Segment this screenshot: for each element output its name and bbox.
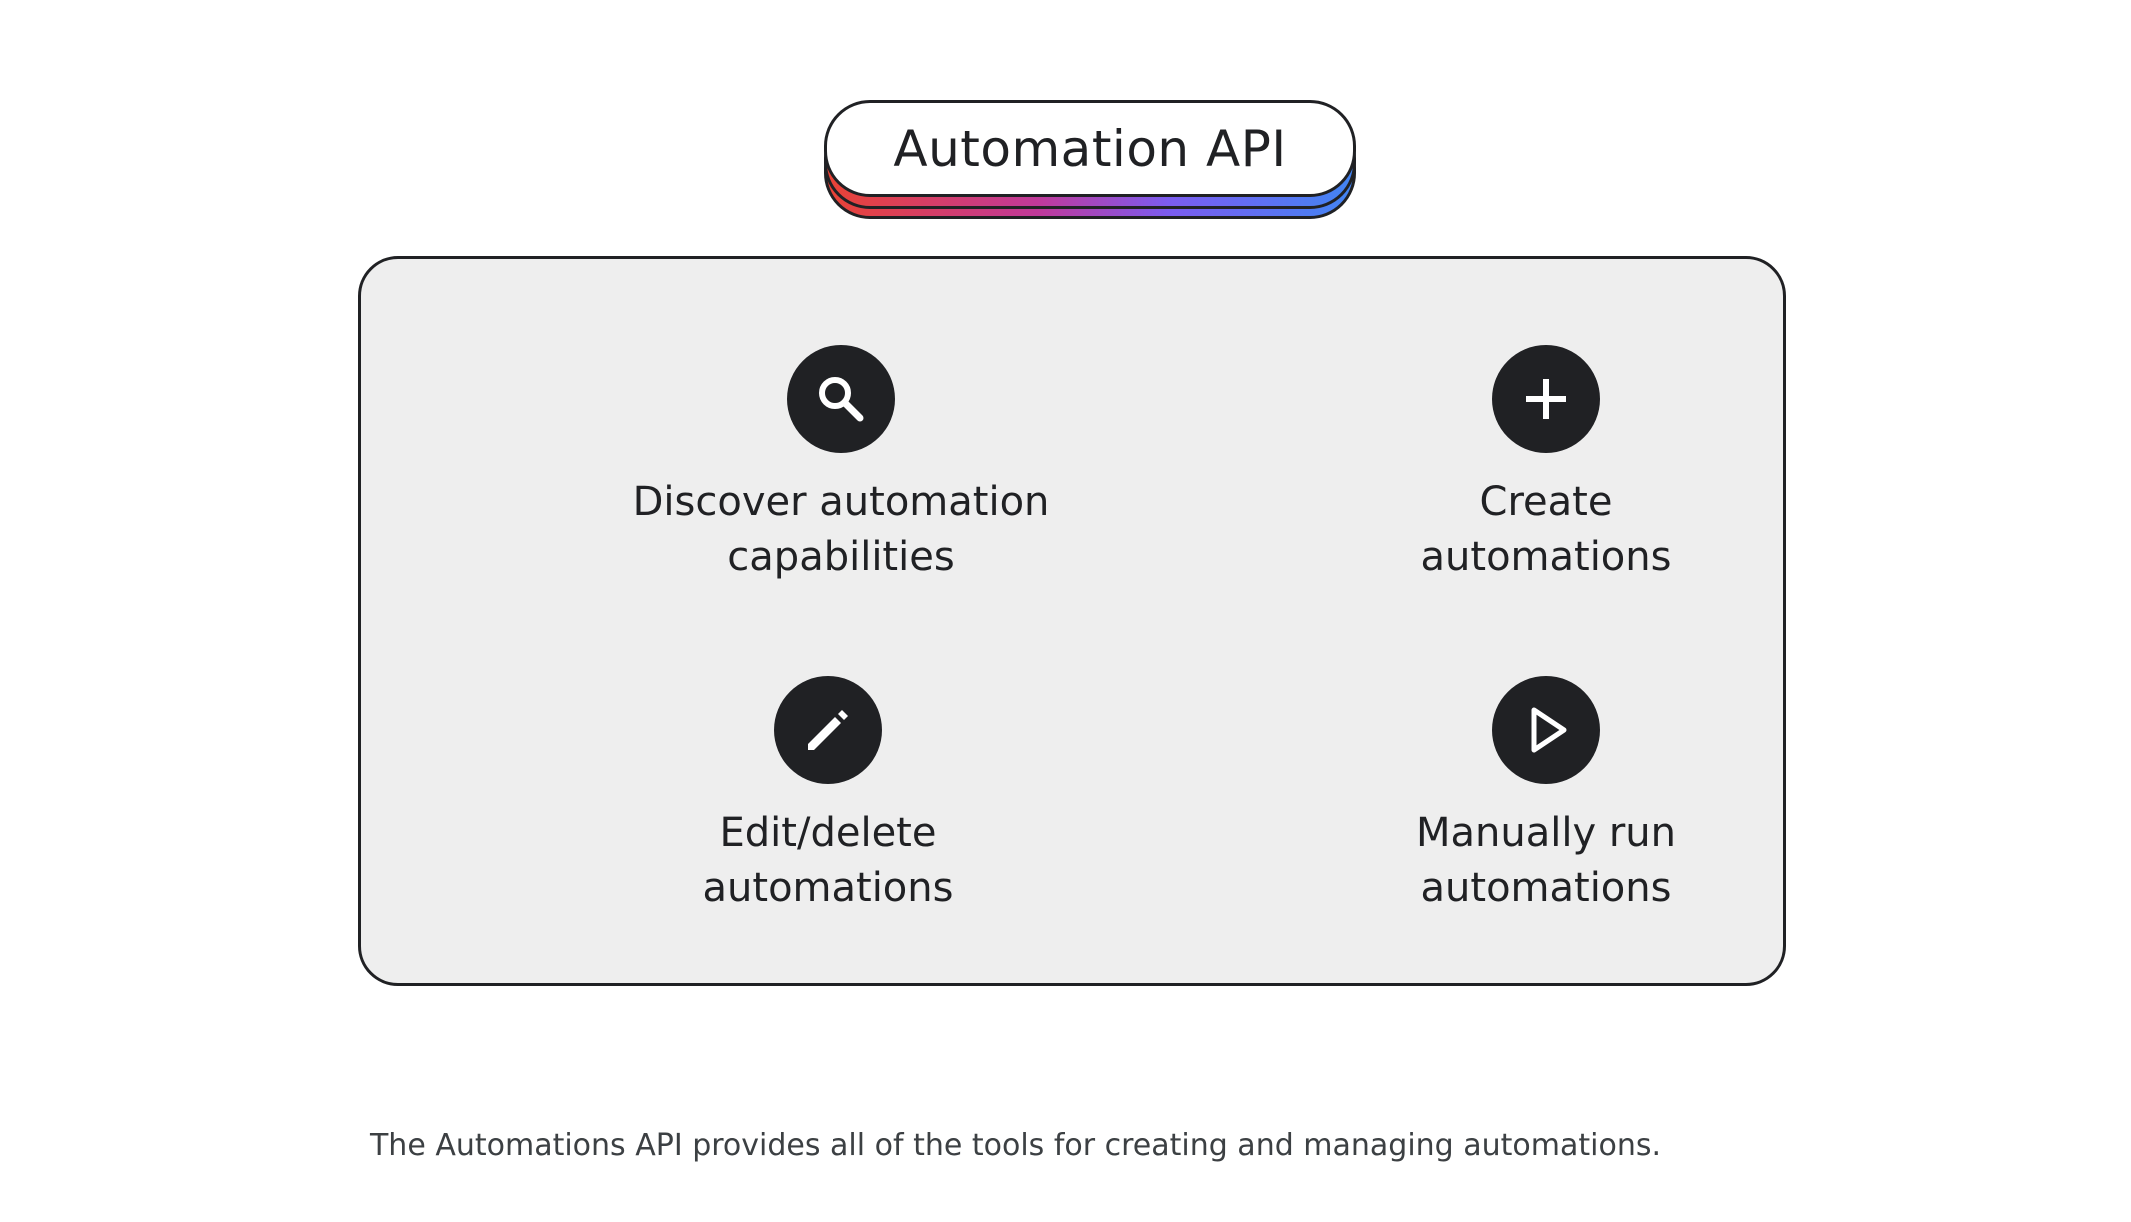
feature-label-line: automations: [702, 865, 954, 911]
feature-label-line: automations: [1420, 865, 1672, 911]
feature-label: Manually run automations: [1286, 806, 1806, 916]
feature-manual-run: Manually run automations: [1286, 676, 1806, 916]
capabilities-panel: Discover automation capabilities Create …: [358, 256, 1786, 986]
feature-label-line: Edit/delete: [719, 810, 937, 856]
pencil-icon: [774, 676, 882, 784]
feature-label-line: Discover automation: [632, 479, 1050, 525]
feature-label-line: Manually run: [1416, 810, 1676, 856]
feature-label-line: automations: [1420, 534, 1672, 580]
play-icon: [1492, 676, 1600, 784]
diagram-title: Automation API: [893, 119, 1287, 178]
plus-icon: [1492, 345, 1600, 453]
feature-label: Create automations: [1286, 475, 1806, 585]
feature-edit-delete: Edit/delete automations: [568, 676, 1088, 916]
title-pill-face: Automation API: [824, 100, 1356, 197]
title-pill: Automation API: [824, 100, 1356, 220]
feature-create: Create automations: [1286, 345, 1806, 585]
search-icon: [787, 345, 895, 453]
feature-label: Discover automation capabilities: [581, 475, 1101, 585]
feature-label-line: Create: [1479, 479, 1613, 525]
feature-label-line: capabilities: [727, 534, 955, 580]
feature-discover: Discover automation capabilities: [581, 345, 1101, 585]
feature-label: Edit/delete automations: [568, 806, 1088, 916]
figure-caption: The Automations API provides all of the …: [369, 1128, 1662, 1163]
